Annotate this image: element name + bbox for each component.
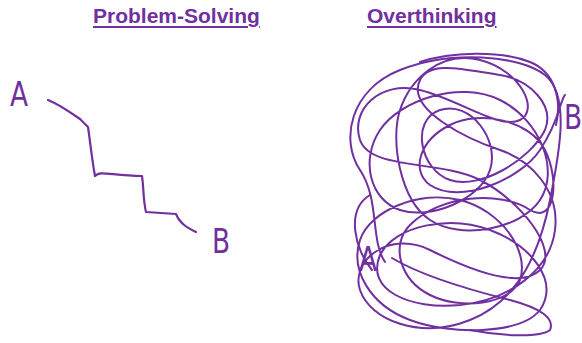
section-heading: Overthinking — [367, 5, 497, 26]
section-heading: Problem-Solving — [93, 5, 260, 26]
point-label: A — [10, 78, 28, 111]
tangled-scribble — [350, 57, 565, 330]
point-label: B — [212, 225, 230, 258]
tangled-scribble-tail — [355, 54, 558, 336]
point-label: B — [564, 101, 582, 134]
staircase-path — [48, 100, 196, 232]
point-label: A — [359, 243, 377, 276]
